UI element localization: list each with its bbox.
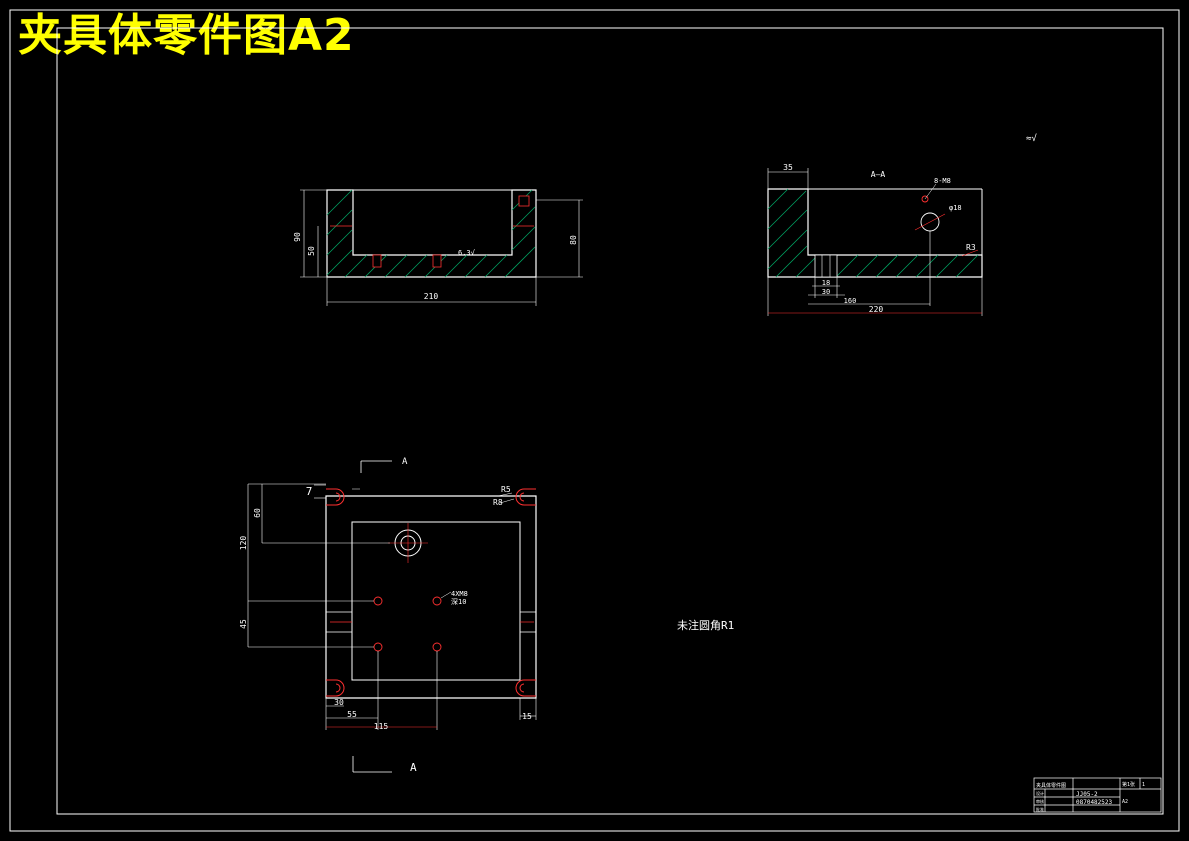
inner-frame [56,27,1164,815]
plan-view: A A 4X [239,457,537,774]
section-mark-bottom: A [410,761,417,774]
dim-length: 220 [869,305,884,314]
title-block-cell-qty: 1 [1142,782,1145,788]
dim-inner-height: 50 [307,246,316,256]
title-block [1033,777,1162,813]
tapped-holes [373,596,442,652]
dim-hole-spacing: 115 [374,722,389,731]
roughness-front: 6.3√ [458,249,476,257]
dim-hole-from-top: 60 [253,508,262,518]
dim-hole-pos: 160 [844,297,857,305]
section-view: 35 A—A 8-M8 φ18 R3 18 30 160 220 [767,163,983,316]
tech-note: 未注圆角R1 [677,618,734,632]
title-block-cell-number: 0870482523 [1076,799,1113,806]
section-label: A—A [871,170,886,179]
dim-slot-offset: 30 [822,288,830,296]
thread-note: 8-M8 [934,177,951,185]
radius-r3: R3 [966,243,976,252]
dim-wall: 35 [783,163,793,172]
title-block-cell-approve: 批准 [1036,806,1044,812]
dim-right-height: 80 [569,235,578,245]
dim-hole-from-left: 55 [347,710,357,719]
front-hatch [326,189,536,278]
title-block-cell-review: 审核 [1036,798,1044,804]
hole-note-2: 深10 [451,597,466,606]
hole-note-1: 4XM8 [451,590,468,598]
drawing-title: 夹具体零件图A2 [18,10,355,61]
dim-left-offset: 30 [334,698,344,707]
corner-slots [326,488,536,697]
dim-top-to-row: 120 [239,536,248,551]
dim-slot-width: 7 [306,485,313,498]
dim-overall-height: 90 [293,232,302,242]
title-block-cell-size: A2 [1122,799,1128,805]
section-hatch [767,188,979,278]
outer-frame [9,9,1180,832]
dim-right-offset: 15 [522,712,532,721]
roughness-other: ≈√ [1026,133,1037,144]
front-view: 90 50 80 210 6.3√ [293,189,583,306]
title-block-drawing-no: JJ05-2 [1076,791,1098,798]
title-block-sheet: 第1张 [1122,781,1135,788]
hole-diameter: φ18 [949,204,962,212]
title-block-cell-design: 设计 [1036,790,1044,796]
radius-r8: R8 [493,498,503,507]
title-block-name: 夹具体零件图 [1036,782,1066,789]
dim-width: 210 [424,292,439,301]
section-mark-top: A [402,457,408,467]
dim-slot: 18 [822,279,830,287]
dim-row-spacing: 45 [239,619,248,629]
radius-r5: R5 [501,485,511,494]
